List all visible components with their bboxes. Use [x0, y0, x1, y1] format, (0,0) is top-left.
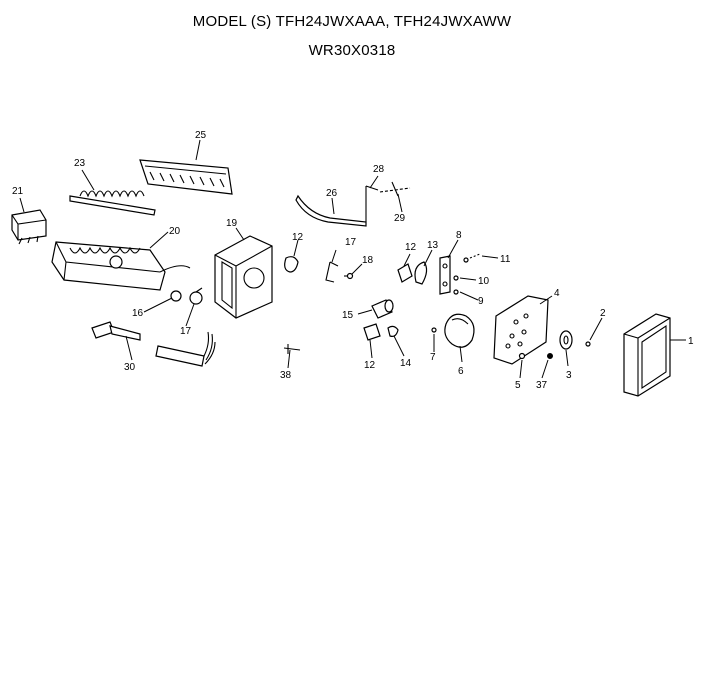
part-29-bracket	[365, 185, 379, 222]
callout-38: 38	[280, 370, 292, 381]
part-37-nut	[547, 353, 553, 359]
part-38-clip	[283, 344, 301, 354]
part-11-screw	[463, 253, 481, 263]
callout-10: 10	[478, 276, 490, 287]
callout-14: 14	[400, 358, 412, 369]
callout-16: 16	[132, 308, 144, 319]
part-30-pin	[379, 181, 411, 197]
model-title: MODEL (S) TFH24JWXAAA, TFH24JWXAWW	[192, 13, 512, 30]
part-2-screw	[585, 341, 591, 347]
part-25-ejector	[69, 190, 156, 216]
callout-1: 1	[688, 336, 694, 347]
callout-9: 9	[478, 296, 484, 307]
part-4-plate	[493, 295, 549, 365]
part-number-title: WR30X0318	[308, 42, 396, 59]
part-12-cam-bottom	[363, 323, 381, 341]
callout-12-left: 12	[292, 232, 304, 243]
callout-4: 4	[554, 288, 560, 299]
callout-30: 29	[394, 213, 406, 224]
callout-labels: 25 23 21 20 19 12 17 18 26 28 29 12 13 8…	[12, 130, 694, 391]
part-19-screw	[344, 272, 354, 280]
callout-26: 25	[195, 130, 207, 141]
callout-13: 13	[427, 240, 439, 251]
callout-28: 26	[326, 188, 338, 199]
part-12-cam-left	[284, 256, 299, 273]
part-17-thermostat	[189, 287, 203, 305]
part-21-ice-mold	[51, 241, 191, 291]
callout-8: 8	[456, 230, 462, 241]
callout-2: 2	[600, 308, 606, 319]
part-7-screw	[431, 327, 437, 333]
callout-37: 37	[536, 380, 548, 391]
callout-19: 18	[362, 255, 374, 266]
callout-25: 23	[74, 158, 86, 169]
callout-18: 17	[345, 237, 357, 248]
part-5-screw	[518, 352, 526, 360]
part-8-bracket	[439, 255, 451, 295]
part-28-shutoff-arm	[295, 194, 367, 227]
part-10-screw	[453, 275, 459, 281]
callout-34: 30	[124, 362, 136, 373]
callout-3: 3	[566, 370, 572, 381]
callout-15: 15	[342, 310, 354, 321]
part-20-housing	[214, 235, 273, 319]
callout-5: 5	[515, 380, 521, 391]
callout-6: 6	[458, 366, 464, 377]
part-34-harness	[91, 321, 141, 341]
leader-lines	[19, 139, 686, 379]
callout-29: 28	[373, 164, 385, 175]
callout-17: 17	[180, 326, 192, 337]
callout-12-bottom: 12	[364, 360, 376, 371]
part-18-lever	[325, 261, 339, 283]
part-1-cover	[623, 313, 671, 397]
callout-7: 7	[430, 352, 436, 363]
part-9-screw	[453, 289, 459, 295]
part-fill-tube	[155, 331, 216, 367]
part-16-switch	[170, 290, 182, 302]
callout-23: 21	[12, 186, 24, 197]
part-26-cover	[139, 159, 233, 195]
part-6-motor	[444, 313, 475, 348]
part-13-spring	[414, 261, 428, 285]
part-12-cam-mid	[397, 263, 413, 283]
callout-20: 19	[226, 218, 238, 229]
callout-21: 20	[169, 226, 181, 237]
part-14-clip	[387, 325, 399, 337]
part-3-gear	[559, 330, 573, 350]
part-15-gear	[371, 299, 394, 319]
part-23-block	[11, 209, 47, 245]
callout-12-mid: 12	[405, 242, 417, 253]
callout-11: 11	[500, 254, 511, 265]
